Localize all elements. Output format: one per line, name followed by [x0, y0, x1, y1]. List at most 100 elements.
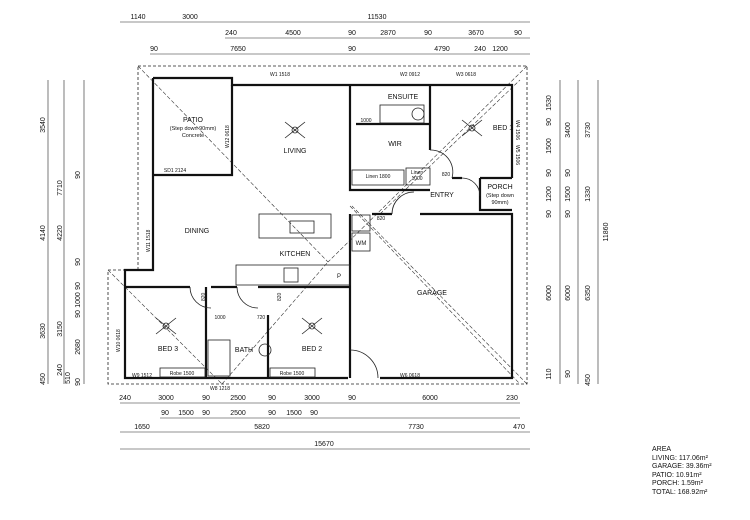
dim-right: 1500: [565, 186, 572, 202]
dim-bottom: 1650: [134, 424, 150, 431]
dim-top: 90: [348, 30, 356, 37]
dim-bottom: 90: [268, 395, 276, 402]
dim-bottom: 90: [268, 410, 276, 417]
window-w4: W4 1506: [514, 120, 520, 140]
window-w11: W11 1518: [146, 229, 152, 252]
room-patio-note2: Concrete: [182, 133, 204, 139]
dim-bottom: 230: [506, 395, 518, 402]
room-patio: PATIO: [183, 117, 204, 124]
dim-bottom: 1500: [178, 410, 194, 417]
dim-right: 6000: [546, 285, 553, 301]
dim-bottom: 240: [119, 395, 131, 402]
room-wir: WIR: [388, 141, 402, 148]
dim-left: 90: [75, 310, 82, 318]
dim-right: 11860: [603, 222, 610, 241]
dim-bottom: 90: [348, 395, 356, 402]
dim-left: 2680: [75, 339, 82, 355]
dim-top: 4500: [285, 30, 301, 37]
dim-top: 3670: [468, 30, 484, 37]
door-bed3: 820: [201, 292, 207, 301]
room-kitchen: KITCHEN: [280, 251, 311, 258]
walls: [123, 76, 514, 380]
dim-bottom: 90: [161, 410, 169, 417]
dim-bottom: 2500: [230, 410, 246, 417]
room-porch-note: (Step down: [486, 193, 514, 199]
room-bed1: BED 1: [493, 125, 513, 132]
dim-right: 90: [565, 210, 572, 218]
dim-bottom: 1500: [286, 410, 302, 417]
room-patio-note: (Step down 90mm): [170, 126, 217, 132]
dim-left: 3630: [40, 323, 47, 339]
fixtures: [155, 104, 483, 379]
linen-2a: Linen: [411, 170, 423, 176]
dim-left: 90: [75, 282, 82, 290]
window-w8: W8 1218: [210, 386, 230, 392]
dim-left: 3540: [40, 117, 47, 133]
dim-bottom: 15670: [314, 441, 334, 448]
dim-right: 3400: [565, 122, 572, 138]
dim-left: 90: [75, 258, 82, 266]
linen-1: Linen 1800: [366, 174, 391, 180]
room-porch: PORCH: [487, 184, 512, 191]
area-porch: PORCH: 1.59m²: [652, 480, 703, 488]
dim-bottom: 470: [513, 424, 525, 431]
dim-top: 240: [474, 46, 486, 53]
dim-right: 1200: [546, 186, 553, 202]
dim-right: 450: [585, 374, 592, 386]
dim-left: 4220: [57, 225, 64, 241]
dim-bottom: 90: [310, 410, 318, 417]
room-wm: WM: [356, 241, 367, 247]
window-w3: W3 0618: [456, 72, 476, 78]
room-living: LIVING: [284, 148, 307, 155]
room-ensuite: ENSUITE: [388, 94, 419, 101]
dim-left: 90: [75, 171, 82, 179]
door-sd1: SD1 2124: [164, 168, 186, 174]
dim-left: 510: [65, 372, 72, 384]
door-wm: 820: [377, 216, 386, 222]
dim-right: 1330: [585, 186, 592, 202]
door-bed2: 820: [277, 292, 283, 301]
dim-right: 110: [546, 368, 553, 379]
dim-top: 90: [514, 30, 522, 37]
area-garage: GARAGE: 39.36m²: [652, 463, 712, 471]
dim-left: 4140: [40, 225, 47, 241]
dim-top: 7650: [230, 46, 246, 53]
window-w1: W1 1518: [270, 72, 290, 78]
dim-top: 90: [150, 46, 158, 53]
dim-top: 240: [225, 30, 237, 37]
dim-top: 1200: [492, 46, 508, 53]
area-title: AREA: [652, 446, 672, 453]
room-porch-note2: 90mm): [491, 200, 508, 206]
dimension-text: 1140 3000 11530 240 4500 90 2870 90 3670…: [40, 14, 610, 448]
dim-bottom: 5820: [254, 424, 270, 431]
window-w9: W9 1512: [132, 373, 152, 379]
window-w10: W10 0618: [116, 329, 122, 352]
window-w12: W12 0618: [225, 125, 231, 148]
dim-top: 2870: [380, 30, 396, 37]
ensuite-1000: 1000: [360, 118, 371, 124]
area-living: LIVING: 117.06m²: [652, 454, 708, 462]
dim-top: 1140: [130, 14, 145, 21]
dim-top: 4790: [434, 46, 450, 53]
dim-bottom: 3000: [304, 395, 320, 402]
dim-top: 11530: [368, 14, 387, 21]
dim-left: 7710: [57, 180, 64, 196]
dim-bottom: 3000: [158, 395, 174, 402]
door-bath: 720: [257, 315, 266, 321]
room-entry: ENTRY: [430, 192, 454, 199]
dim-right: 90: [565, 169, 572, 177]
bath-1000: 1000: [214, 315, 225, 321]
dim-bottom: 90: [202, 410, 210, 417]
dimension-lines: [47, 21, 599, 450]
dim-right: 3730: [585, 122, 592, 138]
dim-left: 450: [40, 373, 47, 385]
dim-bottom: 7730: [408, 424, 424, 431]
room-garage: GARAGE: [417, 290, 447, 297]
window-labels: W1 1518 W2 0912 W3 0618 W4 1506 W5 1506 …: [116, 72, 520, 392]
room-bath: BATH: [235, 347, 253, 354]
door-entry: 820: [442, 172, 451, 178]
dim-left: 3150: [57, 321, 64, 337]
room-dining: DINING: [185, 228, 210, 235]
roof-outline: [107, 65, 528, 385]
